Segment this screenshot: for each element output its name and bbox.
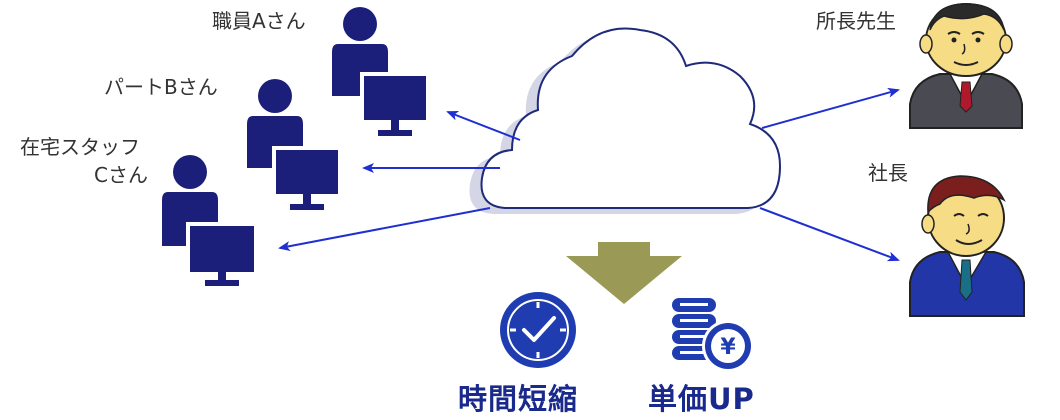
remote-c-person-computer-icon (162, 155, 258, 286)
arrow-to-president (759, 207, 900, 262)
flow-arrows (278, 87, 900, 262)
arrow-to-staff-a (446, 110, 521, 141)
staff-a-label: 職員Aさん (212, 9, 306, 33)
part-b-label: パートBさん (104, 75, 218, 99)
director-businessman-icon (909, 3, 1023, 129)
clock-icon (500, 292, 576, 368)
remote-c-label-line1: 在宅スタッフ (20, 135, 140, 159)
arrow-to-remote-c (278, 207, 491, 252)
cloud-icon (469, 27, 782, 214)
part-b-person-computer-icon (247, 79, 342, 210)
yen-symbol: ¥ (720, 335, 736, 360)
director-label: 所長先生 (816, 9, 896, 33)
time-saving-text: 時間短縮 (458, 382, 579, 416)
president-label: 社長 (868, 161, 908, 185)
coin-stack-yen-icon: ¥ (672, 298, 754, 372)
staff-a-person-computer-icon (332, 7, 430, 136)
down-arrow (566, 242, 682, 304)
arrow-to-director (761, 87, 900, 129)
president-businessman-icon (909, 175, 1025, 317)
remote-c-label-line2: Cさん (94, 163, 148, 187)
price-up-text: 単価UP (648, 382, 755, 416)
